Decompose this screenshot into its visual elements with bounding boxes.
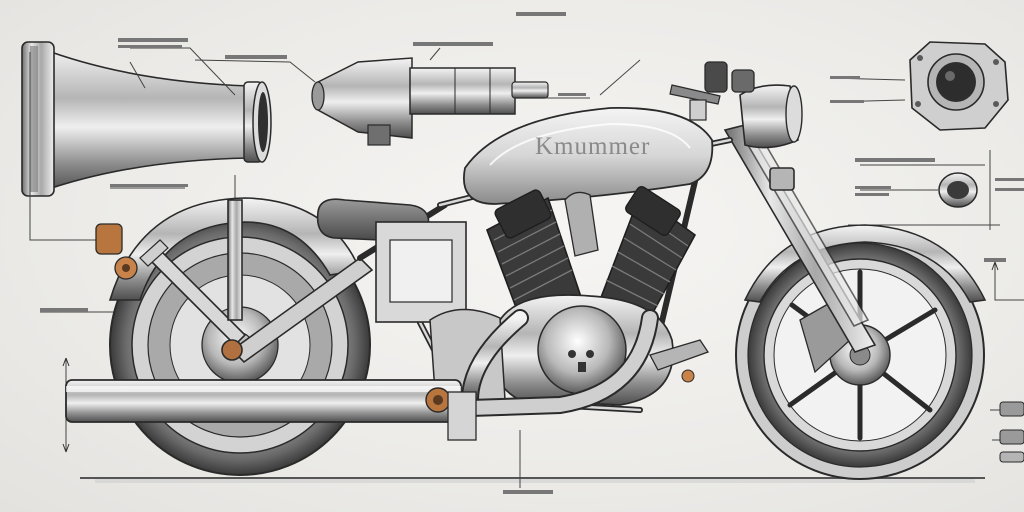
muffler-caption-icon: [225, 55, 287, 59]
headlight-assembly: [669, 61, 803, 149]
right-detail-fittings: [999, 401, 1024, 463]
rear-copper-fittings: [95, 223, 169, 280]
gauge-caption-icon: [855, 158, 935, 162]
front-fork: [723, 124, 877, 353]
tank-brand-text: Kmummer: [535, 133, 650, 160]
top-caption-icon: [516, 12, 566, 16]
foot-peg: [649, 339, 710, 371]
bottom-caption-icon: [503, 490, 553, 494]
muffler-bell-part: [21, 41, 272, 197]
front-wheel: [735, 230, 985, 480]
dimension-markers: [62, 261, 999, 453]
v-twin-engine: [429, 186, 710, 406]
headlight-flange-part: [909, 41, 1009, 131]
caption-marks: [40, 12, 1024, 494]
fuel-tank: Kmummer: [463, 107, 714, 205]
swingarm: [148, 199, 374, 364]
exhaust-pipe: [65, 379, 477, 441]
exhaust-tip-part: [311, 57, 549, 146]
pipe-caption-icon: [110, 184, 188, 187]
gauge-ring-part: [938, 172, 978, 208]
battery-box: [375, 221, 467, 323]
